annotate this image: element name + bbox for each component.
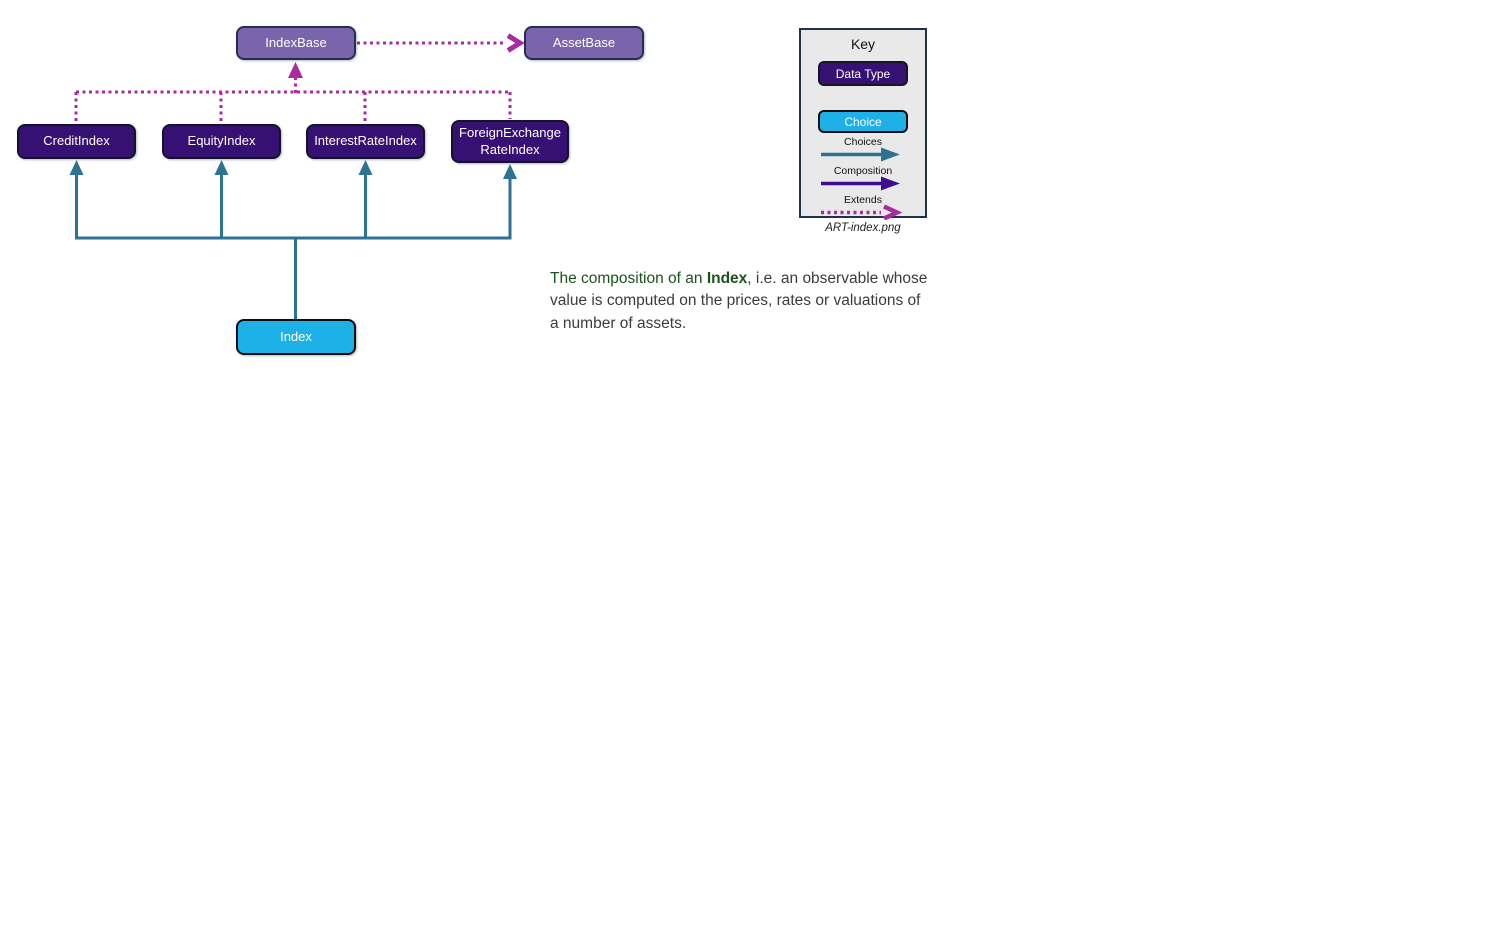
description-term: Index xyxy=(706,269,748,287)
description-rest: , i.e. an observable whose value is comp… xyxy=(550,269,928,332)
extends-arrowhead-right xyxy=(506,33,525,53)
composition-arrow-sample xyxy=(821,176,900,191)
key-choice-swatch: Choice xyxy=(818,110,908,133)
node-label: IndexBase xyxy=(265,34,327,50)
extends-arrow-sample xyxy=(821,204,903,220)
node-label-line1: ForeignExchange xyxy=(459,125,561,141)
legend-row-choices: Choices xyxy=(801,136,925,162)
legend-row-extends: Extends xyxy=(801,194,925,220)
node-label: ForeignExchange RateIndex xyxy=(459,125,561,158)
node-interest-rate-index: InterestRateIndex xyxy=(306,124,425,159)
extends-connectors xyxy=(74,41,512,123)
node-label: AssetBase xyxy=(552,34,616,50)
key-title: Key xyxy=(850,36,876,52)
node-credit-index: CreditIndex xyxy=(17,124,136,159)
node-index: Index xyxy=(236,319,356,355)
description-lead: The composition of an xyxy=(550,269,707,287)
node-foreign-exchange-rate-index: ForeignExchange RateIndex xyxy=(451,120,569,163)
connector-layer xyxy=(69,33,525,320)
choices-arrow-sample xyxy=(821,147,900,162)
node-label-line2: RateIndex xyxy=(480,141,540,157)
legend-label-choices: Choices xyxy=(844,136,882,148)
description-text: The composition of an Index, i.e. an obs… xyxy=(550,268,928,336)
key-choice-label: Choice xyxy=(844,114,882,129)
description-period: . xyxy=(681,314,687,332)
node-index-base: IndexBase xyxy=(236,26,356,60)
key-data-type-swatch: Data Type xyxy=(818,61,908,86)
key-data-type-label: Data Type xyxy=(835,66,891,81)
node-label: InterestRateIndex xyxy=(314,133,417,149)
node-label: Index xyxy=(280,328,312,344)
choices-arrowheads xyxy=(69,160,517,179)
node-label: EquityIndex xyxy=(187,133,256,149)
legend-row-composition: Composition xyxy=(801,165,925,191)
node-equity-index: EquityIndex xyxy=(162,124,281,159)
extends-arrowhead-up xyxy=(288,62,303,78)
legend-label-extends: Extends xyxy=(844,194,882,206)
node-asset-base: AssetBase xyxy=(524,26,644,60)
legend-label-composition: Composition xyxy=(833,165,893,177)
choices-connectors xyxy=(75,172,512,320)
image-caption: ART-index.png xyxy=(825,222,901,234)
node-label: CreditIndex xyxy=(43,133,110,149)
key-panel: Key Data Type Choice Choices Composition… xyxy=(799,28,927,220)
